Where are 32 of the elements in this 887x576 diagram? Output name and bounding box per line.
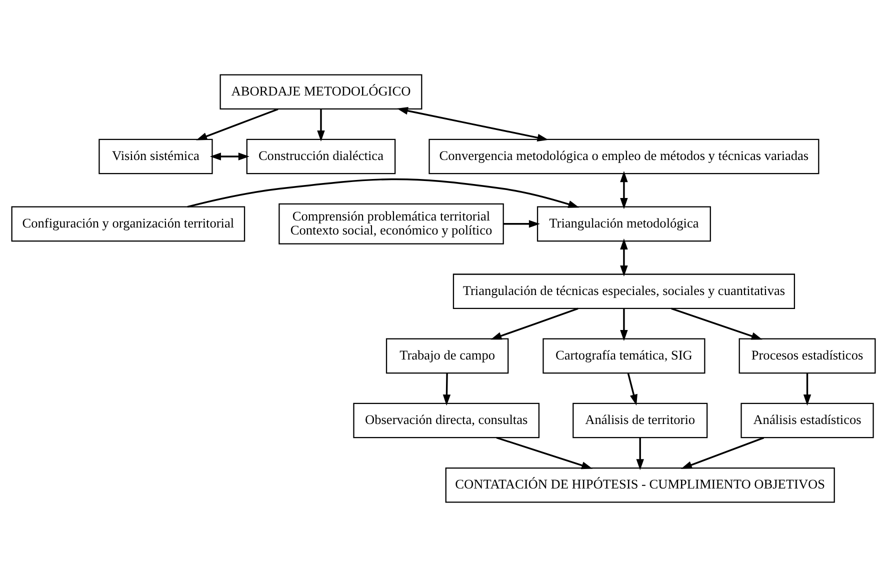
arrow [196, 108, 278, 140]
node-box: Trabajo de campo [386, 338, 509, 374]
arrow [636, 437, 644, 470]
arrow [620, 170, 628, 209]
node-box: Triangulación metodológica [536, 206, 711, 242]
arrow [671, 307, 762, 340]
arrow [442, 372, 451, 406]
arrow [317, 108, 325, 142]
arrow [504, 220, 540, 228]
node-box: Cartografía temática, SIG [542, 338, 706, 374]
node-box: Configuración y organización territorial [11, 206, 246, 242]
node-box: Convergencia metodológica o empleo de métodos y técnicas variadas [428, 138, 820, 174]
arrow [490, 307, 578, 340]
arrow [187, 178, 580, 208]
arrow [620, 238, 628, 276]
node-box: CONTATACIÓN DE HIPÓTESIS - CUMPLIMIENTO OBJETIVOS [445, 466, 835, 502]
node-box: Visión sistémica [98, 138, 213, 174]
node-box: Observación directa, consultas [353, 402, 540, 438]
arrow [210, 152, 250, 160]
node-box: Análisis estadísticos [740, 402, 874, 438]
arrow [496, 436, 593, 469]
arrow [620, 308, 628, 340]
arrow [803, 372, 812, 406]
node-box: Procesos estadísticos [738, 338, 876, 374]
node-box: Triangulación de técnicas especiales, sociales y cuantitativas [452, 273, 796, 309]
node-box: ABORDAJE METODOLÓGICO [220, 74, 422, 110]
node-box: Comprensión problemática territorial Contexto social, económico y político [278, 202, 504, 244]
arrow [627, 372, 638, 405]
arrow [680, 436, 764, 468]
node-box: Construcción dialéctica [246, 138, 396, 174]
node-box: Análisis de territorio [572, 402, 708, 438]
arrow [396, 106, 548, 141]
